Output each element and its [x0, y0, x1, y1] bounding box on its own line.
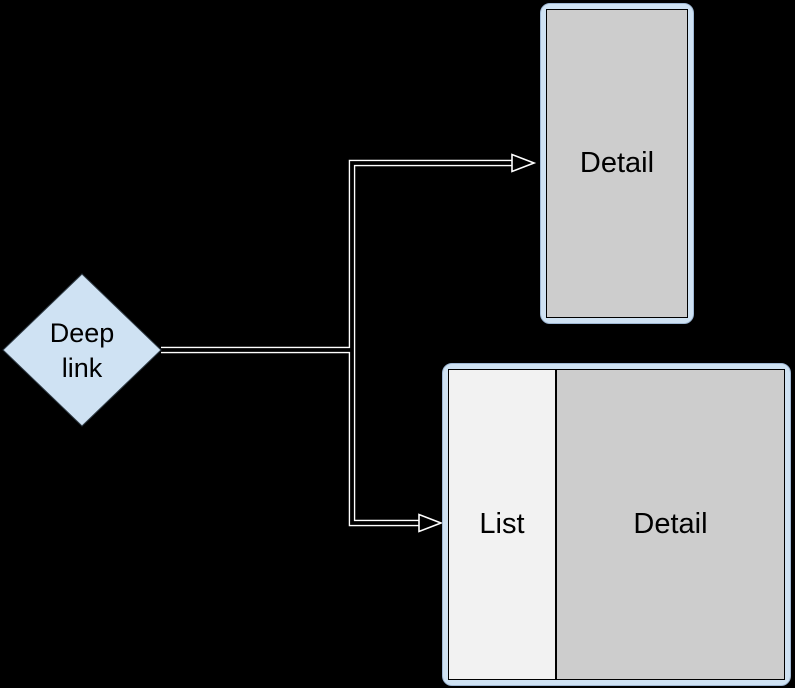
list-pane-label: List [479, 508, 525, 540]
deep-link-decision-diamond [2, 273, 162, 427]
detail-pane: Detail [557, 370, 784, 679]
deep-link-label: Deep link [49, 317, 115, 383]
detail-pane-label: Detail [633, 508, 708, 540]
list-detail-screen-content: List Detail [448, 369, 785, 680]
detail-screen-node: Detail [540, 3, 694, 324]
detail-screen-label: Detail [579, 147, 655, 179]
connector-trunk-branches-core [350, 161, 514, 525]
list-pane: List [449, 370, 557, 679]
detail-screen-content: Detail [546, 9, 688, 318]
arrowhead-to-list-detail-icon [418, 513, 444, 533]
arrowhead-to-detail-icon [511, 153, 537, 173]
list-detail-screen-node: List Detail [442, 363, 791, 686]
